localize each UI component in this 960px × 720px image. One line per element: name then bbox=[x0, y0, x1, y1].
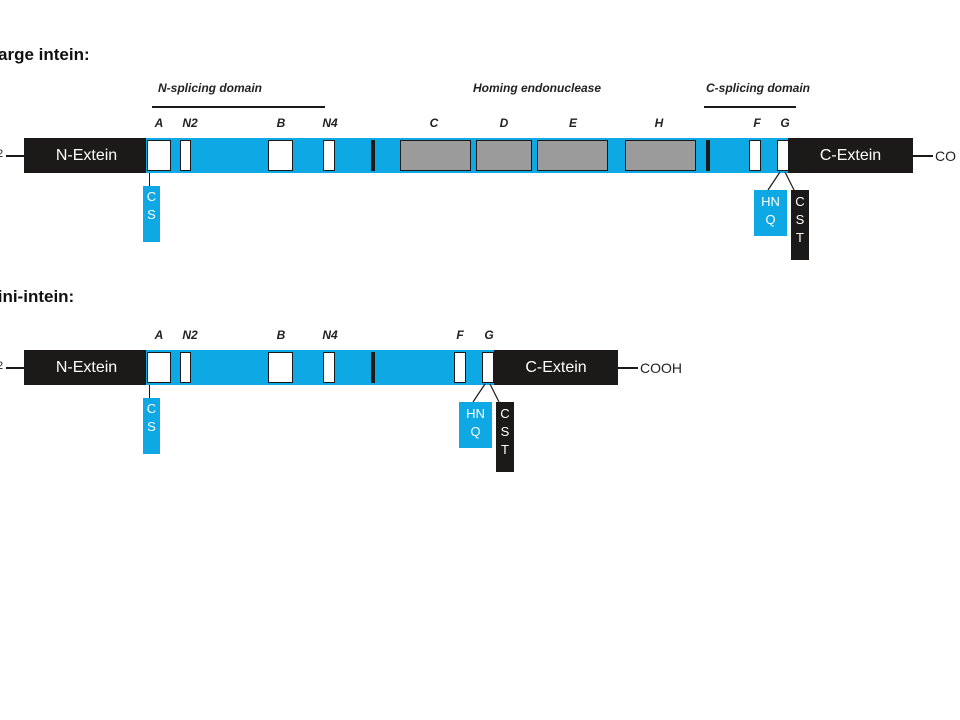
mini-domain-divider bbox=[371, 352, 375, 383]
motif-box-c bbox=[400, 140, 471, 171]
homing-endonuclease-label: Homing endonuclease bbox=[473, 81, 602, 95]
n-extein-bar: N-Extein bbox=[24, 138, 149, 173]
residue-f-1: HN bbox=[761, 194, 780, 209]
mini-residue-f-2: Q bbox=[470, 424, 481, 439]
c-terminus-label: CO bbox=[935, 148, 956, 164]
mini-residue-f-box: HN Q bbox=[459, 402, 492, 448]
residue-g-2: S bbox=[795, 212, 805, 227]
n-splicing-domain-label: N-splicing domain bbox=[158, 81, 263, 95]
c-terminus-line bbox=[913, 155, 933, 157]
motif-label-e: E bbox=[568, 116, 578, 130]
n-terminus-line bbox=[6, 155, 24, 157]
residue-fg-connectors bbox=[767, 171, 795, 191]
mini-motif-label-b: B bbox=[276, 328, 286, 342]
motif-label-n2: N2 bbox=[182, 116, 198, 130]
c-splicing-domain-label: C-splicing domain bbox=[706, 81, 811, 95]
motif-label-a: A bbox=[154, 116, 164, 130]
motif-box-b bbox=[268, 140, 293, 171]
mini-n-extein-label: N-Extein bbox=[55, 358, 118, 376]
n-splicing-domain-bracket bbox=[152, 106, 325, 108]
mini-motif-box-b bbox=[268, 352, 293, 383]
mini-residue-a-2: S bbox=[147, 419, 156, 434]
mini-motif-label-f: F bbox=[456, 328, 464, 342]
residue-g-3: T bbox=[796, 230, 804, 245]
mini-residue-g-1: C bbox=[500, 406, 510, 421]
residue-g-1: C bbox=[795, 194, 805, 209]
motif-box-f bbox=[749, 140, 761, 171]
motif-box-n2 bbox=[180, 140, 191, 171]
mini-motif-box-f bbox=[454, 352, 466, 383]
mini-intein-bar bbox=[146, 350, 496, 385]
motif-box-n4 bbox=[323, 140, 335, 171]
c-splicing-domain-bracket bbox=[704, 106, 796, 108]
motif-label-f: F bbox=[753, 116, 761, 130]
residue-g-box: C S T bbox=[791, 190, 809, 260]
residue-f-2: Q bbox=[765, 212, 776, 227]
mini-n-extein-bar: N-Extein bbox=[24, 350, 149, 385]
mini-residue-g-3: T bbox=[501, 442, 509, 457]
motif-label-h: H bbox=[654, 116, 664, 130]
mini-c-extein-label: C-Extein bbox=[525, 358, 587, 376]
mini-residue-g-box: C S T bbox=[496, 402, 514, 472]
residue-a-2: S bbox=[147, 207, 156, 222]
n-extein-label: N-Extein bbox=[55, 146, 118, 164]
mini-c-terminus-label: COOH bbox=[640, 360, 682, 376]
domain-divider-right bbox=[706, 140, 710, 171]
mini-residue-fg-connectors bbox=[472, 383, 500, 403]
motif-label-b: B bbox=[276, 116, 286, 130]
n-terminus-label: 2 bbox=[0, 148, 4, 160]
mini-motif-label-g: G bbox=[484, 328, 494, 342]
mini-motif-label-n4: N4 bbox=[322, 328, 338, 342]
mini-motif-label-a: A bbox=[154, 328, 164, 342]
mini-motif-label-n2: N2 bbox=[182, 328, 198, 342]
domain-divider-left bbox=[371, 140, 375, 171]
mini-c-terminus-line bbox=[618, 367, 638, 369]
mini-n-terminus-label: 2 bbox=[0, 360, 4, 372]
mini-motif-box-g bbox=[482, 352, 494, 383]
mini-motif-box-n2 bbox=[180, 352, 191, 383]
mini-intein-title: lini-intein: bbox=[0, 287, 75, 306]
motif-box-d bbox=[476, 140, 532, 171]
motif-label-g: G bbox=[780, 116, 790, 130]
motif-label-c: C bbox=[429, 116, 439, 130]
mini-residue-a-box: C S bbox=[143, 398, 160, 454]
motif-box-a bbox=[147, 140, 171, 171]
mini-motif-box-a bbox=[147, 352, 171, 383]
motif-label-n4: N4 bbox=[322, 116, 338, 130]
mini-residue-g-2: S bbox=[500, 424, 510, 439]
c-extein-label: C-Extein bbox=[819, 146, 882, 164]
mini-c-extein-bar: C-Extein bbox=[494, 350, 618, 385]
large-intein-title: arge intein: bbox=[0, 45, 90, 64]
mini-motif-box-n4 bbox=[323, 352, 335, 383]
mini-residue-a-1: C bbox=[146, 401, 157, 416]
mini-n-terminus-line bbox=[6, 367, 24, 369]
residue-a-1: C bbox=[146, 189, 157, 204]
motif-label-d: D bbox=[499, 116, 509, 130]
c-extein-bar: C-Extein bbox=[788, 138, 913, 173]
motif-box-h bbox=[625, 140, 696, 171]
motif-box-e bbox=[537, 140, 608, 171]
motif-box-g bbox=[777, 140, 789, 171]
residue-a-box: C S bbox=[143, 186, 160, 242]
mini-residue-f-1: HN bbox=[466, 406, 485, 421]
residue-f-box: HN Q bbox=[754, 190, 787, 236]
mini-residue-a-connector bbox=[149, 385, 150, 399]
residue-a-connector bbox=[149, 173, 150, 187]
